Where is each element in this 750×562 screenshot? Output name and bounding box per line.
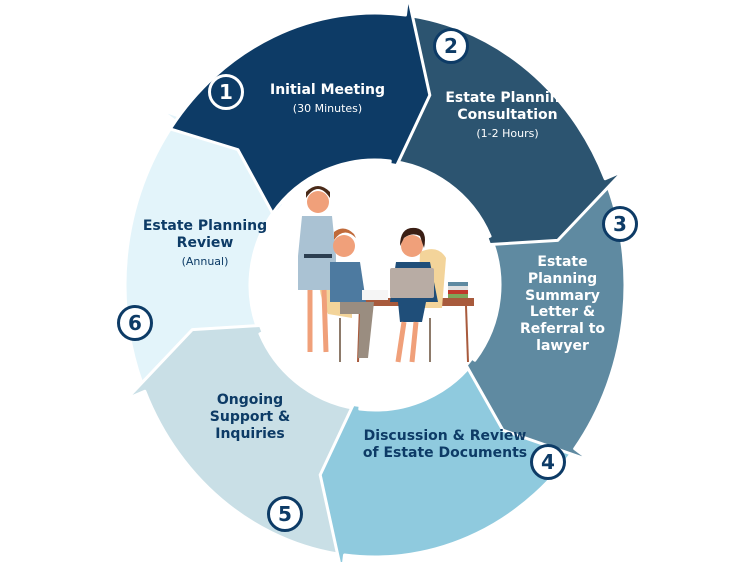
- cycle-step-arrow-1: [168, 0, 432, 215]
- step-title: Estate Planning Consultation: [445, 90, 570, 123]
- step-label-2: Estate Planning Consultation (1-2 Hours): [440, 90, 575, 140]
- step-number-badge-5: 5: [267, 496, 303, 532]
- people-meeting-at-desk-illustration: [298, 186, 474, 363]
- step-title: Discussion & Review of Estate Documents: [362, 428, 528, 461]
- step-title: Estate Planning Summary Letter & Referra…: [519, 254, 606, 354]
- step-subtitle: (30 Minutes): [292, 101, 363, 115]
- step-number-badge-2: 2: [433, 28, 469, 64]
- step-label-4: Discussion & Review of Estate Documents: [360, 428, 530, 462]
- step-title: Estate Planning Review: [142, 218, 268, 251]
- step-title: Initial Meeting: [270, 82, 385, 98]
- step-subtitle: (1-2 Hours): [476, 126, 539, 140]
- step-title: Ongoing Support & Inquiries: [209, 392, 291, 442]
- cycle-step-arrow-2: [384, 12, 626, 248]
- step-label-1: Initial Meeting (30 Minutes): [255, 82, 400, 115]
- step-number-badge-4: 4: [530, 444, 566, 480]
- cycle-step-arrow-5: [124, 322, 366, 558]
- step-number-badge-1: 1: [208, 74, 244, 110]
- cycle-step-arrow-4: [318, 355, 582, 562]
- step-number-badge-3: 3: [602, 206, 638, 242]
- step-label-5: Ongoing Support & Inquiries: [185, 392, 315, 442]
- step-number-badge-6: 6: [117, 305, 153, 341]
- step-subtitle: (Annual): [181, 254, 229, 268]
- step-label-3: Estate Planning Summary Letter & Referra…: [505, 254, 620, 355]
- step-label-6: Estate Planning Review (Annual): [130, 218, 280, 268]
